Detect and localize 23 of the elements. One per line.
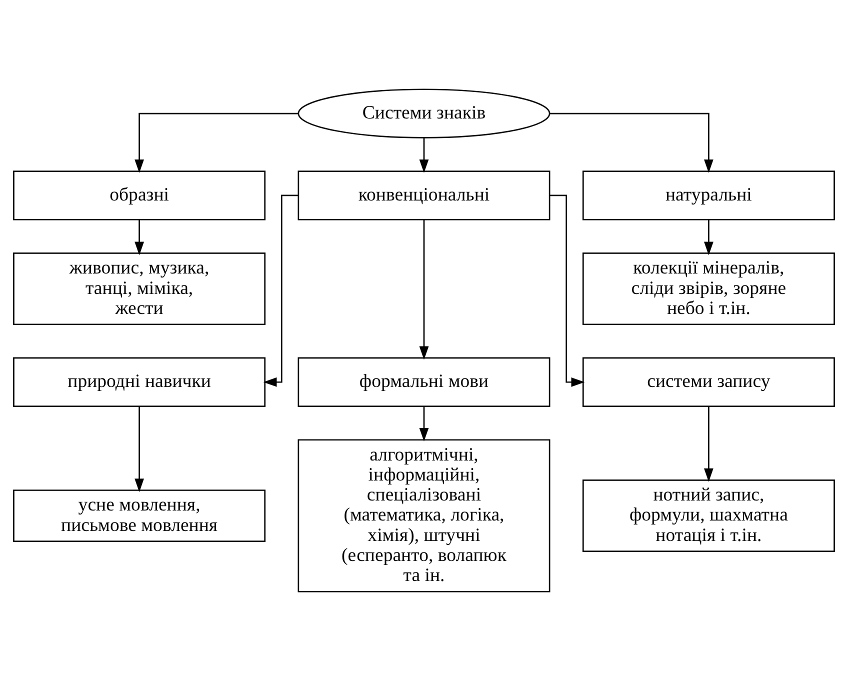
arrow bbox=[263, 194, 298, 386]
node-box: конвенціональні bbox=[298, 170, 550, 220]
node-box: образні bbox=[13, 170, 266, 220]
node-box: природні навички bbox=[13, 356, 266, 406]
node-box: усне мовлення, письмове мовлення bbox=[13, 489, 266, 542]
node-box: живопис, музика, танці, міміка, жести bbox=[13, 252, 266, 325]
arrow bbox=[550, 194, 585, 386]
node-ellipse: Системи знаків bbox=[298, 88, 550, 138]
node-box: нотний запис, формули, шахматна нотація і т.ін. bbox=[582, 479, 835, 552]
node-box: системи запису bbox=[582, 356, 835, 406]
arrow bbox=[704, 406, 714, 482]
arrow bbox=[134, 406, 144, 492]
node-box: колекції мінералів, сліди звірів, зоряне небо і т.ін. bbox=[582, 252, 835, 325]
arrow bbox=[550, 112, 714, 172]
arrow bbox=[134, 112, 298, 172]
node-box: алгоритмічні, інформаційні, спеціалізовані (математика, логіка, хімія), штучні (есперанто, волапюк та ін. bbox=[298, 438, 550, 592]
node-box: формальні мови bbox=[298, 356, 550, 406]
arrow bbox=[419, 406, 429, 441]
arrow bbox=[134, 219, 144, 255]
arrow bbox=[419, 138, 429, 172]
arrow bbox=[704, 219, 714, 255]
arrow bbox=[419, 219, 429, 360]
node-box: натуральні bbox=[582, 170, 835, 220]
